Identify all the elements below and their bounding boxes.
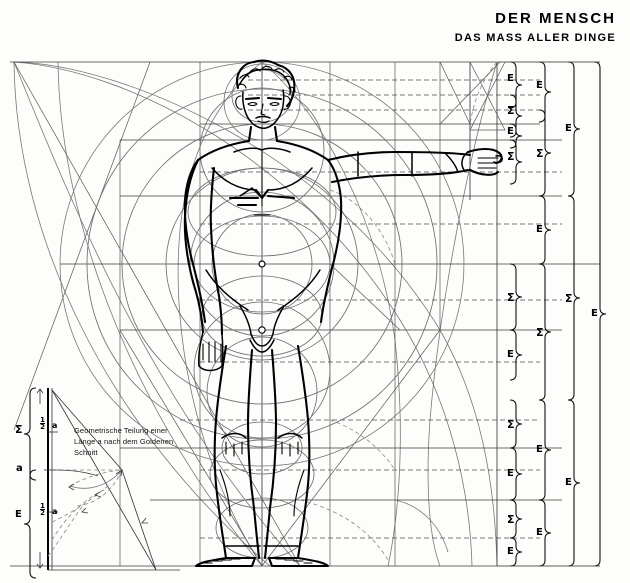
bracket-column-4: [593, 61, 607, 567]
bracket-label-col-1-2: E: [507, 126, 514, 137]
inset-label-e: E: [15, 509, 22, 520]
inset-fraction-lower-unit: a: [52, 507, 58, 516]
bracket-label-col-2-0: E: [536, 80, 543, 91]
bracket-connectors: [497, 61, 600, 567]
page-subtitle: DAS MASS ALLER DINGE: [454, 32, 616, 44]
bracket-label-col-1-7: E: [507, 468, 514, 479]
bracket-label-col-1-5: E: [507, 349, 514, 360]
bracket-label-col-2-4: E: [536, 444, 543, 455]
inset-fraction-upper-numerator: 1: [40, 416, 45, 424]
inset-label-sigma: Σ: [15, 423, 23, 436]
bracket-column-2: [538, 61, 552, 567]
bracket-label-col-3-0: E: [565, 123, 572, 134]
inset-caption-line-1: Geometrische Teilung einer: [74, 426, 168, 435]
division-lines: [10, 61, 600, 567]
inset-label-a: a: [16, 463, 23, 474]
bracket-label-col-2-1: Σ: [536, 147, 544, 160]
bracket-label-col-1-9: E: [507, 546, 514, 557]
human-figure: [183, 59, 503, 568]
bracket-label-col-3-2: E: [565, 477, 572, 488]
construction-arcs: [13, 61, 498, 567]
inset-fraction-lower-denominator: 2: [40, 509, 45, 517]
bracket-label-col-1-8: Σ: [507, 513, 515, 526]
bracket-label-col-1-4: Σ: [507, 291, 515, 304]
golden-section-inset: [23, 387, 180, 579]
vertical-guides: [119, 62, 498, 566]
inset-fraction-upper-bar: [40, 423, 45, 424]
bracket-label-col-1-3: Σ: [507, 150, 515, 163]
bracket-label-col-4-0: E: [591, 308, 598, 319]
inset-fraction-upper: 1 2: [40, 416, 45, 431]
bracket-label-col-2-5: E: [536, 527, 543, 538]
page-title: DER MENSCH: [495, 10, 616, 27]
inset-fraction-lower-numerator: 1: [40, 502, 45, 510]
bracket-column-3: [567, 61, 581, 567]
upper-right-construction: [119, 61, 506, 567]
bracket-label-col-2-2: E: [536, 224, 543, 235]
bracket-label-col-1-0: E: [507, 72, 514, 84]
inset-caption-line-3: Schnitt: [74, 448, 98, 457]
inset-fraction-upper-denominator: 2: [40, 423, 45, 431]
inset-fraction-upper-unit: a: [52, 421, 58, 430]
inset-caption-line-2: Länge a nach dem Goldenen: [74, 437, 174, 446]
bracket-label-col-2-3: Σ: [536, 326, 544, 339]
bracket-label-col-1-6: Σ: [507, 418, 515, 431]
inset-fraction-lower: 1 2: [40, 502, 45, 517]
bracket-label-col-3-1: Σ: [565, 292, 573, 305]
bracket-label-col-1-1: Σ: [507, 103, 515, 117]
inset-fraction-lower-bar: [40, 509, 45, 510]
bracket-column-1: [509, 61, 523, 567]
